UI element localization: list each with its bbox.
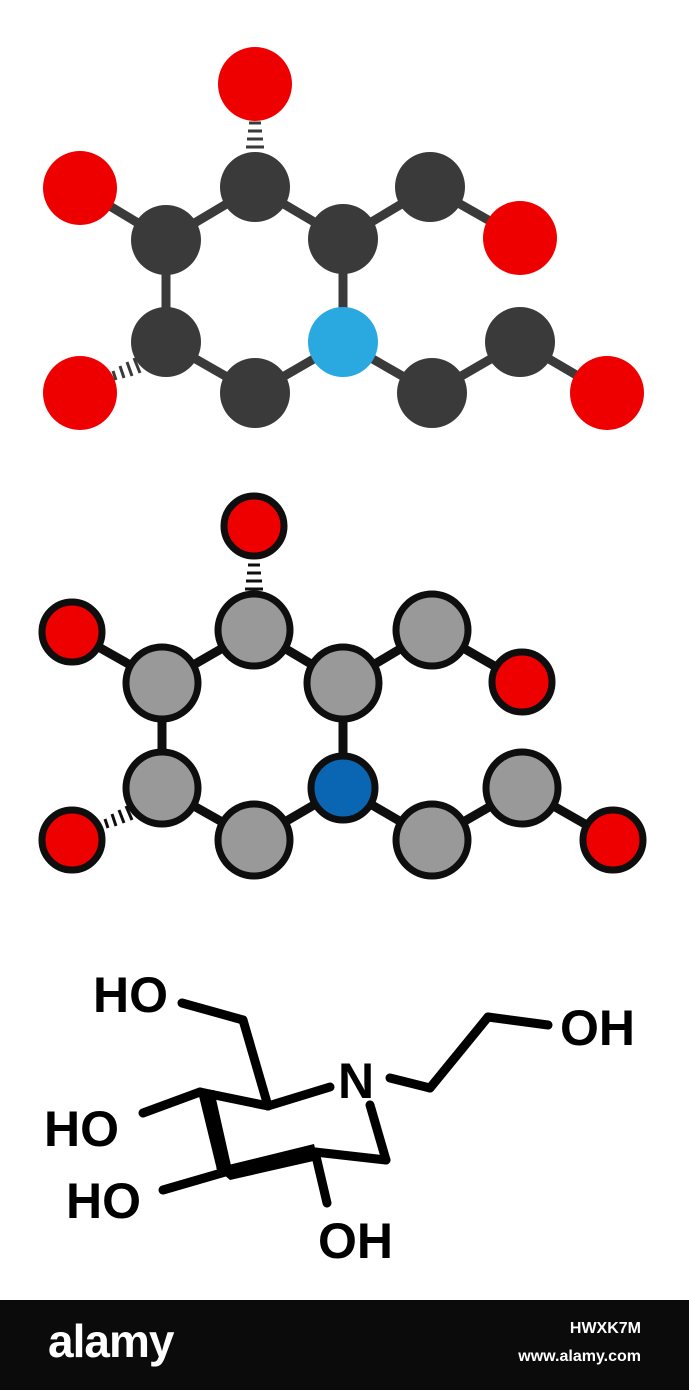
bond bbox=[310, 1147, 332, 1208]
label-ho-middle: HO bbox=[44, 1101, 119, 1157]
label-oh-bottom: OH bbox=[318, 1213, 393, 1269]
label-oh-right: OH bbox=[560, 1000, 635, 1056]
atoms-top bbox=[43, 47, 644, 430]
wedge-bond bbox=[216, 1144, 318, 1180]
nitrogen-atom bbox=[308, 307, 378, 377]
model-top bbox=[43, 47, 644, 430]
carbon-atom bbox=[392, 590, 472, 670]
carbon-atom bbox=[131, 307, 201, 377]
bond bbox=[425, 1012, 493, 1093]
wedge-bond bbox=[198, 1090, 232, 1174]
label-ho-lower: HO bbox=[66, 1173, 141, 1229]
hash-bond-middle-2 bbox=[103, 805, 134, 829]
footer-bar: alamy HWXK7M www.alamy.com bbox=[0, 1300, 689, 1390]
site-url: www.alamy.com bbox=[518, 1348, 641, 1365]
bond bbox=[310, 1147, 391, 1165]
oxygen-atom bbox=[220, 492, 288, 560]
label-nitrogen: N bbox=[338, 1053, 374, 1109]
hash-bond-middle-1 bbox=[245, 563, 263, 591]
molecule-drawings: HO OH N HO HO OH bbox=[38, 47, 647, 1269]
bond bbox=[263, 1082, 335, 1111]
carbon-atom bbox=[214, 800, 294, 880]
bond bbox=[385, 1073, 435, 1093]
image-id: HWXK7M bbox=[569, 1320, 641, 1337]
bond bbox=[177, 998, 248, 1025]
bond bbox=[138, 1087, 205, 1118]
atoms-middle bbox=[38, 492, 647, 880]
alamy-logo: alamy bbox=[48, 1315, 174, 1367]
bond bbox=[158, 1167, 230, 1195]
oxygen-atom bbox=[483, 201, 557, 275]
oxygen-atom bbox=[43, 151, 117, 225]
oxygen-atom bbox=[218, 47, 292, 121]
carbon-atom bbox=[122, 748, 202, 828]
oxygen-atom bbox=[570, 356, 644, 430]
carbon-atom bbox=[122, 643, 202, 723]
structural-formula: HO OH N HO HO OH bbox=[44, 967, 635, 1269]
oxygen-atom bbox=[579, 806, 647, 874]
carbon-atom bbox=[220, 152, 290, 222]
carbon-atom bbox=[485, 307, 555, 377]
oxygen-atom bbox=[488, 648, 556, 716]
carbon-atom bbox=[395, 152, 465, 222]
bond bbox=[365, 1100, 391, 1165]
label-ho-top: HO bbox=[93, 967, 168, 1023]
oxygen-atom bbox=[38, 806, 106, 874]
hash-bond-top-1 bbox=[245, 121, 265, 157]
carbon-atom bbox=[303, 643, 383, 723]
carbon-atom bbox=[214, 590, 294, 670]
bond bbox=[238, 1015, 273, 1111]
oxygen-atom bbox=[38, 598, 106, 666]
carbon-atom bbox=[482, 748, 562, 828]
carbon-atom bbox=[392, 800, 472, 880]
model-middle bbox=[38, 492, 647, 880]
carbon-atom bbox=[220, 358, 290, 428]
formula-bonds bbox=[138, 998, 553, 1208]
carbon-atom bbox=[308, 204, 378, 274]
carbon-atom bbox=[397, 358, 467, 428]
bond bbox=[483, 1012, 553, 1030]
carbon-atom bbox=[131, 205, 201, 275]
nitrogen-atom bbox=[307, 752, 379, 824]
oxygen-atom bbox=[43, 356, 117, 430]
